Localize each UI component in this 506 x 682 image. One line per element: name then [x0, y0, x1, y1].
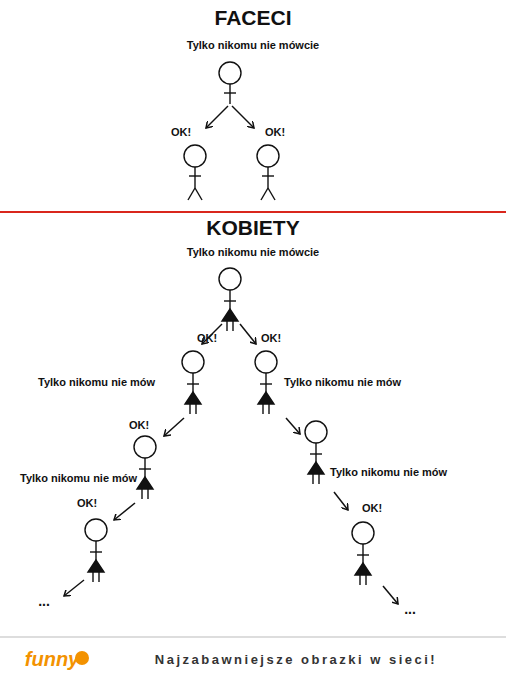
- ellipsis: ...: [404, 602, 416, 617]
- reply: OK!: [265, 126, 285, 138]
- heading: KOBIETY: [206, 216, 299, 239]
- women-figures: [85, 268, 374, 585]
- heading: FACECI: [214, 6, 291, 29]
- speech: Tylko nikomu nie mówcie: [187, 39, 319, 51]
- logo-text: funny: [25, 648, 79, 670]
- reply: OK!: [197, 332, 217, 344]
- arrows: [64, 106, 398, 604]
- reply: OK!: [171, 126, 191, 138]
- reply: OK!: [362, 502, 382, 514]
- speech: Tylko nikomu nie mów: [330, 466, 447, 478]
- divider: [0, 211, 506, 213]
- reply: OK!: [261, 332, 281, 344]
- speech: Tylko nikomu nie mów: [284, 376, 401, 388]
- speech: Tylko nikomu nie mów: [38, 376, 155, 388]
- reply: OK!: [129, 419, 149, 431]
- footer-line: [0, 637, 506, 638]
- speech: Tylko nikomu nie mówcie: [187, 246, 319, 258]
- ellipsis: ...: [38, 594, 50, 609]
- speech: Tylko nikomu nie mów: [20, 472, 137, 484]
- caption: Najzabawniejsze obrazki w sieci!: [155, 653, 437, 667]
- reply: OK!: [77, 497, 97, 509]
- men-figures: [184, 62, 279, 200]
